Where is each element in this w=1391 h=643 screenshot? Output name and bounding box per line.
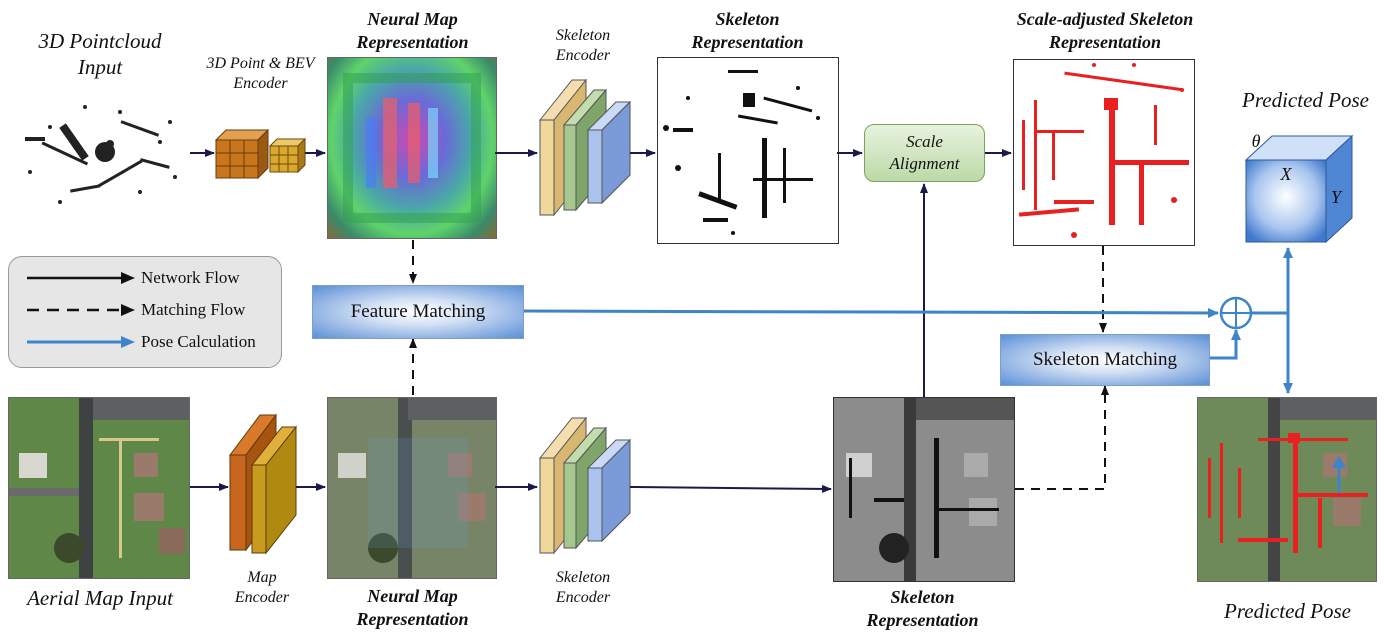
predicted-pose-texture [1208, 398, 1376, 581]
aerial-input-label: Aerial Map Input [27, 586, 173, 610]
map-encoder-slabs [229, 413, 298, 555]
legend-pose-calculation-line [27, 336, 135, 348]
predicted-pose-image [1197, 397, 1377, 582]
skeleton-matching-label: Skeleton Matching [1032, 349, 1178, 370]
neural-map-bottom-label: Neural Map Representation [356, 586, 469, 629]
skeleton-encoder-bottom-slabs [538, 416, 632, 555]
pointcloud-scatter [25, 105, 177, 204]
neural-map-top-image [327, 57, 497, 239]
scale-adjusted-texture [1018, 63, 1189, 238]
scale-adjusted-skeleton-image [1013, 59, 1195, 246]
neural-map-bottom-image [327, 397, 497, 579]
neural-map-top-texture [343, 73, 481, 223]
sum-operator-icon [1219, 296, 1253, 330]
scale-alignment-label: Scale Alignment [889, 131, 960, 173]
aerial-input-texture [9, 398, 189, 578]
scale-adjusted-label: Scale-adjusted Skeleton Representation [1016, 9, 1194, 52]
predicted-pose-bottom-label: Predicted Pose [1224, 599, 1351, 623]
pointcloud-input-label: 3D Pointcloud Input [38, 29, 162, 80]
skeleton-top-texture [663, 70, 820, 235]
legend-network-flow: Network Flow [23, 263, 273, 293]
scale-alignment-box: Scale Alignment [864, 124, 985, 182]
legend-network-flow-label: Network Flow [141, 268, 240, 287]
arrow-feature-matching-to-sum [522, 307, 1219, 318]
legend-matching-flow-label: Matching Flow [141, 300, 246, 319]
cube-y-label: Y [1330, 187, 1341, 207]
predicted-pose-top-label: Predicted Pose [1242, 88, 1369, 112]
cube-theta-label: θ [1251, 131, 1261, 151]
pose-cube [1244, 134, 1354, 244]
legend-pose-calculation-label: Pose Calculation [141, 332, 256, 351]
legend-matching-flow: Matching Flow [23, 295, 273, 325]
skeleton-rep-top-image [657, 57, 839, 244]
arrow-skeleton-bottom-to-skeleton-matching [1015, 385, 1109, 490]
aerial-map-input-image [8, 397, 190, 579]
legend-network-flow-line [27, 272, 135, 284]
legend-matching-flow-line [27, 304, 135, 316]
skeleton-rep-bottom-label: Skeleton Representation [866, 587, 979, 630]
skeleton-bottom-texture [846, 398, 1014, 581]
neural-map-top-label: Neural Map Representation [356, 9, 469, 52]
legend: Network Flow Matching Flow Pose Calculat… [8, 256, 282, 368]
cube-x-label: X [1280, 164, 1292, 184]
skeleton-rep-top-label: Skeleton Representation [691, 9, 804, 52]
skeleton-rep-bottom-image [833, 397, 1015, 582]
bev-encoder-cubes [214, 128, 307, 180]
skeleton-encoder-bottom-label: Skeleton Encoder [555, 569, 611, 606]
legend-pose-calculation: Pose Calculation [23, 327, 273, 357]
bev-encoder-label: 3D Point & BEV Encoder [206, 55, 315, 92]
pointcloud-input-image [10, 92, 190, 222]
feature-matching-label: Feature Matching [350, 301, 486, 322]
map-encoder-label: Map Encoder [234, 569, 290, 606]
feature-matching-box: Feature Matching [312, 285, 524, 339]
skeleton-encoder-top-label: Skeleton Encoder [555, 27, 611, 64]
neural-map-bottom-texture [328, 398, 496, 578]
skeleton-matching-box: Skeleton Matching [1000, 334, 1210, 386]
arrow-skeleton-matching-to-sum [1210, 329, 1241, 360]
skeleton-encoder-top-slabs [538, 78, 632, 217]
arrow-skelenc-to-skeleton-bottom [629, 484, 832, 493]
